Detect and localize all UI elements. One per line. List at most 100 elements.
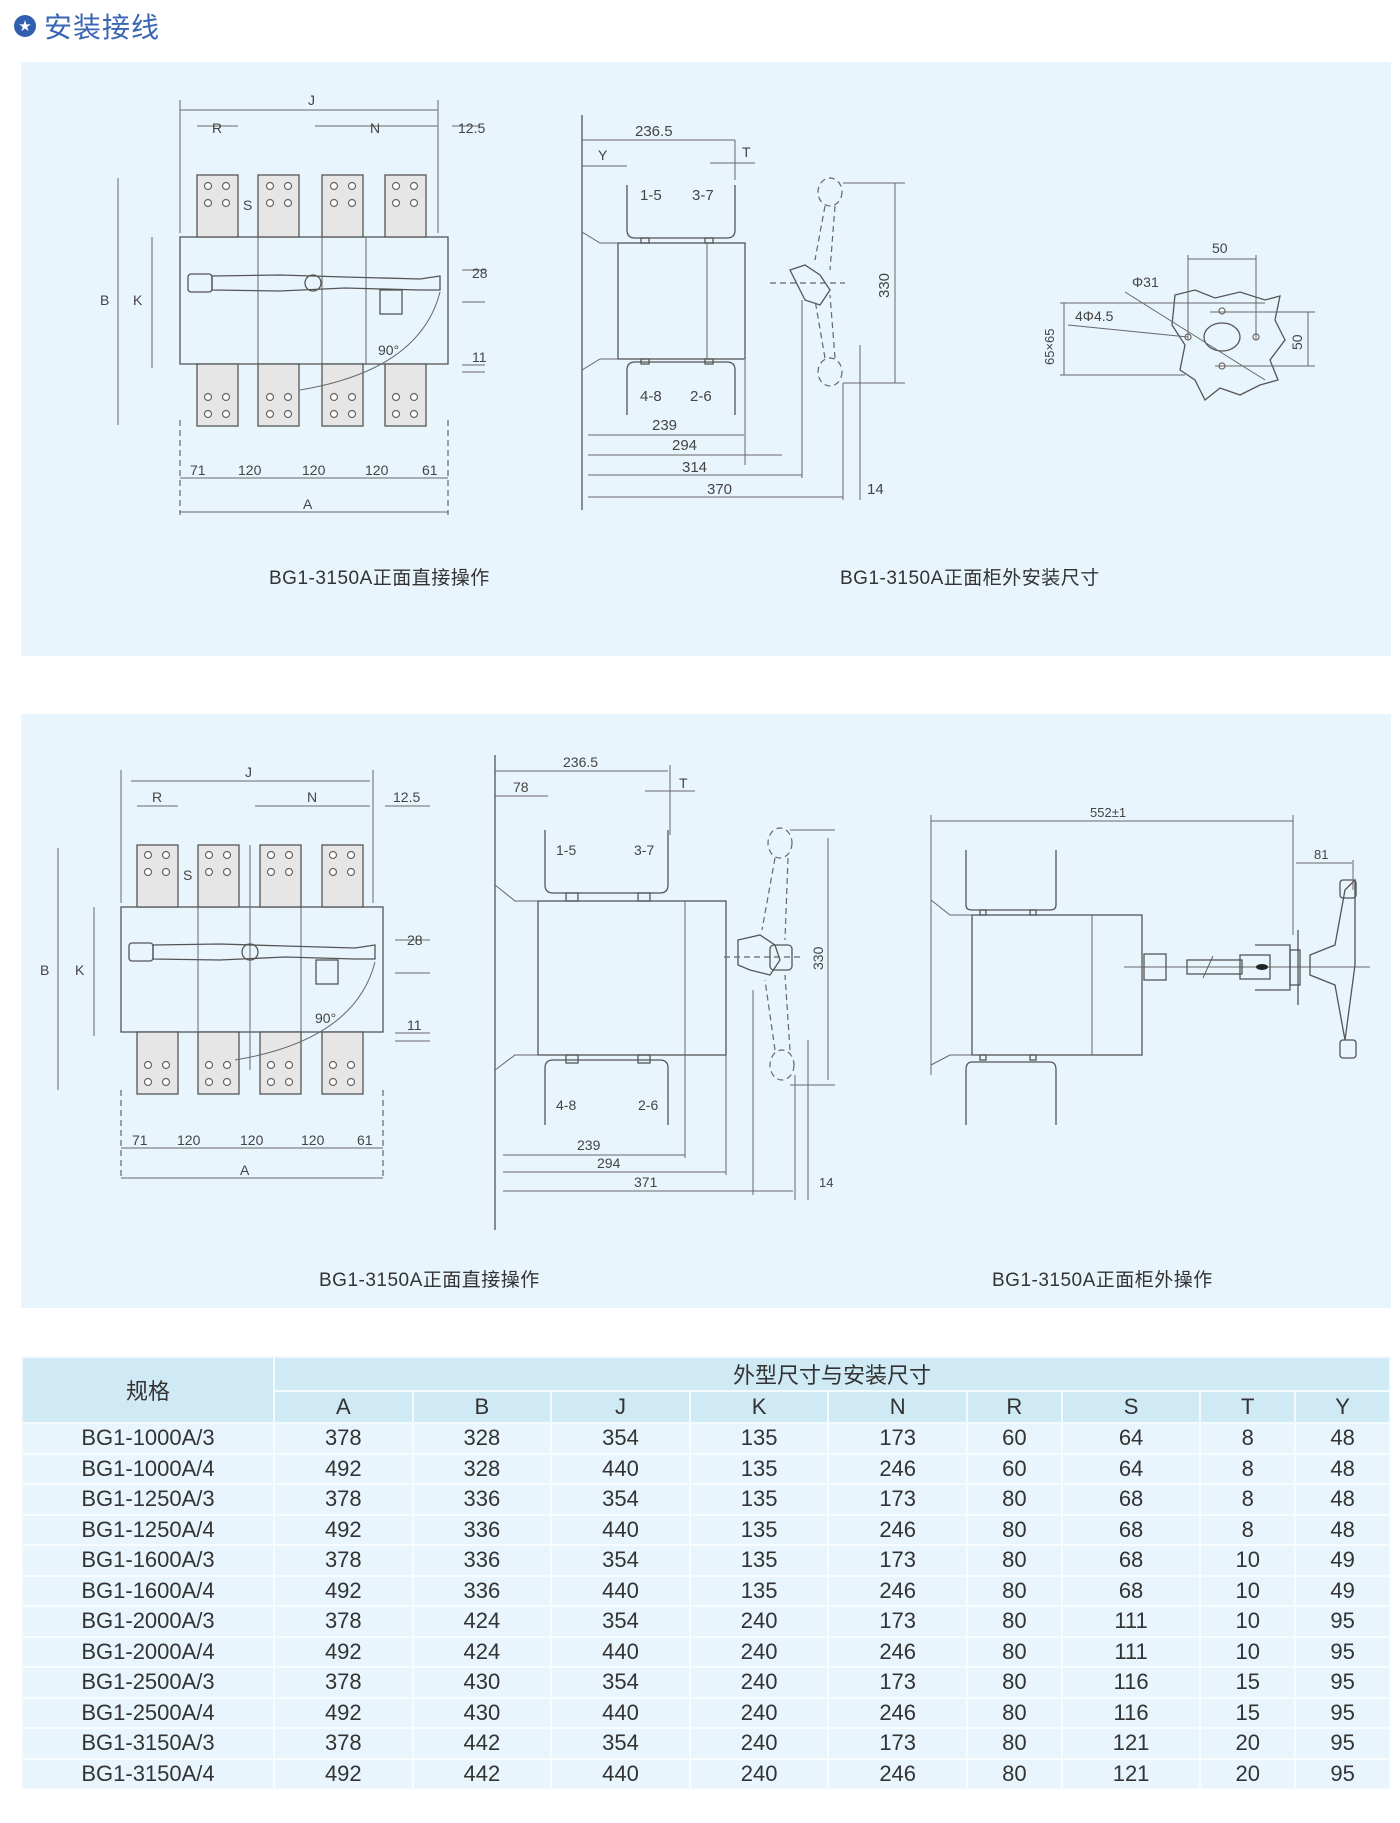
dim-120b-2: 120 — [240, 1132, 264, 1148]
side-view-2-diagram — [494, 755, 835, 1230]
caption-front-direct: BG1-3150A正面直接操作 — [269, 568, 490, 589]
drawing-stroke — [161, 1060, 171, 1070]
drawing-stroke — [409, 392, 419, 402]
value-cell-a: 492 — [273, 1696, 414, 1729]
drawing-stroke — [1029, 1054, 1037, 1061]
drawing-stroke — [617, 242, 746, 360]
drawing-stroke — [204, 1077, 214, 1087]
drawing-stroke — [391, 181, 401, 191]
value-cell-k: 240 — [688, 1696, 830, 1729]
value-cell-n: 246 — [827, 1574, 968, 1607]
drawing-stroke — [284, 867, 294, 877]
value-cell-n: 246 — [827, 1757, 968, 1790]
dim-hole: Φ31 — [1132, 274, 1159, 290]
model-cell: BG1-1250A/4 — [21, 1513, 275, 1546]
value-cell-t: 10 — [1199, 1544, 1297, 1577]
dim-28: 28 — [472, 265, 488, 281]
drawing-stroke — [221, 409, 231, 419]
value-cell-s: 64 — [1060, 1422, 1202, 1455]
value-cell-b: 430 — [411, 1666, 553, 1699]
drawing-stroke — [979, 1054, 987, 1061]
front-view-diagram — [117, 100, 485, 515]
drawing-stroke — [321, 844, 364, 908]
value-cell-y: 48 — [1294, 1513, 1391, 1546]
drawing-stroke — [409, 181, 419, 191]
value-cell-j: 440 — [550, 1696, 691, 1729]
drawing-stroke — [329, 409, 339, 419]
value-cell-r: 80 — [965, 1757, 1063, 1790]
value-cell-t: 10 — [1199, 1574, 1297, 1607]
value-cell-t: 8 — [1199, 1452, 1297, 1485]
drawing-stroke — [1202, 955, 1214, 979]
drawing-stroke — [626, 185, 736, 239]
value-cell-n: 246 — [827, 1513, 968, 1546]
drawing-stroke — [204, 1060, 214, 1070]
drawing-stroke — [1203, 322, 1241, 352]
value-cell-s: 68 — [1060, 1483, 1202, 1516]
drawing-stroke — [817, 177, 843, 207]
dim-T: T — [742, 144, 751, 160]
drawing-stroke — [1339, 1039, 1357, 1059]
drawing-stroke — [409, 198, 419, 208]
side-view-2-labels: 236.5 78 T 1-5 3-7 4-8 2-6 239 294 371 1… — [513, 754, 833, 1190]
drawing-stroke — [1309, 878, 1356, 1041]
drawing-stroke — [965, 850, 1057, 911]
value-cell-y: 95 — [1294, 1696, 1391, 1729]
value-cell-y: 48 — [1294, 1452, 1391, 1485]
value-cell-t: 20 — [1199, 1757, 1297, 1790]
drawing-stroke — [321, 174, 364, 238]
drawing-stroke — [321, 363, 364, 427]
drawing-stroke — [1218, 307, 1226, 315]
dim-71-2: 71 — [132, 1132, 148, 1148]
value-cell-j: 354 — [550, 1605, 691, 1638]
value-cell-k: 240 — [688, 1757, 830, 1790]
value-cell-b: 336 — [411, 1574, 553, 1607]
drawing-stroke — [329, 198, 339, 208]
drawing-stroke — [241, 943, 259, 961]
value-cell-j: 354 — [550, 1422, 691, 1455]
dim-gap-2: 12.5 — [393, 789, 420, 805]
drawing-stroke — [328, 1077, 338, 1087]
value-cell-b: 336 — [411, 1513, 553, 1546]
drawing-stroke — [789, 264, 831, 306]
model-cell: BG1-2000A/4 — [21, 1635, 275, 1668]
drawing-stroke — [391, 409, 401, 419]
drawing-stroke — [1143, 953, 1167, 981]
drawing-stroke — [494, 884, 538, 1071]
value-cell-n: 173 — [827, 1666, 968, 1699]
drawing-stroke — [197, 844, 240, 908]
value-cell-j: 440 — [550, 1635, 691, 1668]
drawing-stroke — [204, 850, 214, 860]
value-cell-a: 492 — [273, 1757, 414, 1790]
value-cell-n: 246 — [827, 1452, 968, 1485]
term-3-7: 3-7 — [692, 187, 714, 204]
value-cell-y: 48 — [1294, 1422, 1391, 1455]
drawing-stroke — [315, 959, 339, 985]
header-spec: 规格 — [21, 1356, 275, 1424]
drawing-stroke — [328, 850, 338, 860]
dim-120a: 120 — [238, 462, 262, 478]
value-cell-a: 378 — [273, 1422, 414, 1455]
dim-11-2: 11 — [407, 1017, 422, 1033]
value-cell-a: 378 — [273, 1666, 414, 1699]
drawing-stroke — [211, 274, 441, 292]
dim-120a-2: 120 — [177, 1132, 201, 1148]
value-cell-b: 336 — [411, 1483, 553, 1516]
panel-2-drawings: J R N 12.5 S B K 28 11 90° 71 120 120 12… — [40, 754, 1370, 1230]
drawing-stroke — [266, 867, 276, 877]
drawing-stroke — [196, 363, 239, 427]
drawing-stroke — [1256, 964, 1268, 970]
drawing-stroke — [537, 900, 727, 1056]
drawing-stroke — [347, 392, 357, 402]
drawing-stroke — [221, 392, 231, 402]
term-1-5: 1-5 — [640, 187, 662, 204]
value-cell-t: 10 — [1199, 1605, 1297, 1638]
drawing-stroke — [266, 1060, 276, 1070]
drawing-stroke — [284, 850, 294, 860]
value-cell-s: 68 — [1060, 1544, 1202, 1577]
column-header-a: A — [273, 1390, 414, 1424]
dim-50-h: 50 — [1289, 334, 1305, 350]
model-cell: BG1-1000A/4 — [21, 1452, 275, 1485]
